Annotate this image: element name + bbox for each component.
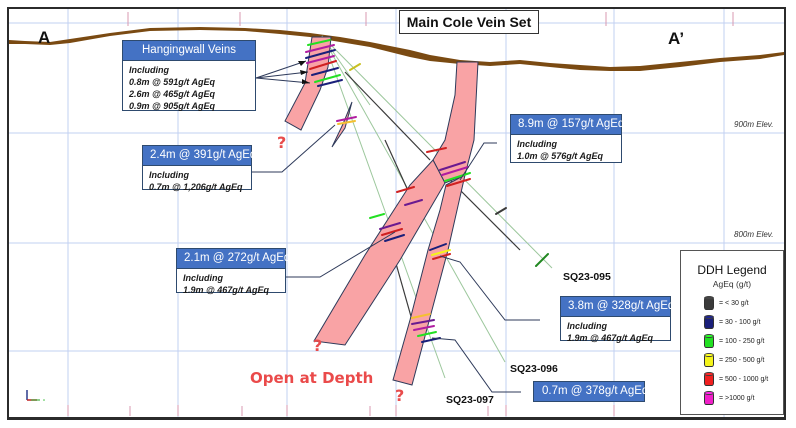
- drill-hole-label-sq23-096: SQ23-096: [510, 363, 558, 375]
- legend-item: = < 30 g/t: [681, 294, 783, 313]
- callout-328: 3.8m @ 328g/t AgEq Including 1.9m @ 467g…: [560, 296, 674, 343]
- callout-157: 8.9m @ 157g/t AgEq Including 1.0m @ 576g…: [510, 114, 624, 163]
- legend-item: = 30 - 100 g/t: [681, 313, 783, 332]
- drill-hole-label-sq23-097: SQ23-097: [446, 394, 494, 406]
- legend-item-label: = 30 - 100 g/t: [719, 319, 761, 326]
- question-mark-icon: ?: [277, 133, 287, 152]
- legend-item-label: = 100 - 250 g/t: [719, 338, 765, 345]
- drill-core-swatch-icon: [704, 316, 714, 329]
- callout-including-label: Including: [183, 273, 223, 283]
- drill-core-swatch-icon: [704, 373, 714, 386]
- callout-header: 3.8m @ 328g/t AgEq: [561, 297, 674, 317]
- callout-line: 1.9m @ 467g/t AgEq: [183, 285, 269, 295]
- axis-triad-icon: [26, 390, 45, 401]
- drill-trace-assays-dark: [344, 71, 521, 321]
- minor-vein: [331, 101, 353, 148]
- question-mark-icon: ?: [395, 386, 405, 405]
- elevation-label-800: 800m Elev.: [734, 230, 774, 239]
- drill-hole-label-sq23-095: SQ23-095: [563, 271, 611, 283]
- main-vein-hanging-branch: [392, 174, 466, 386]
- callout-header: 8.9m @ 157g/t AgEq: [511, 115, 624, 135]
- callout-272: 2.1m @ 272g/t AgEq Including 1.9m @ 467g…: [176, 248, 290, 295]
- question-mark-icon: ?: [313, 336, 323, 355]
- callout-hangingwall-veins: Hangingwall Veins Including 0.8m @ 591g/…: [122, 40, 256, 111]
- drill-core-swatch-icon: [704, 392, 714, 405]
- callout-including-label: Including: [517, 139, 557, 149]
- legend-item-label: = >1000 g/t: [719, 395, 755, 402]
- callout-line: 1.9m @ 467g/t AgEq: [567, 333, 653, 343]
- callout-header: 2.1m @ 272g/t AgEq: [177, 249, 290, 269]
- elevation-label-900: 900m Elev.: [734, 120, 774, 129]
- veins: [284, 36, 479, 386]
- open-at-depth-label: Open at Depth: [250, 369, 374, 387]
- drill-trace-sq23-095: [321, 35, 553, 269]
- main-vein-footwall-branch: [313, 159, 446, 346]
- ddh-legend: DDH Legend AgEq (g/t) = < 30 g/t = 30 - …: [680, 250, 784, 415]
- legend-item-label: = 250 - 500 g/t: [719, 357, 765, 364]
- callout-including-label: Including: [149, 170, 189, 180]
- arrowheads: [298, 61, 310, 84]
- drill-core-swatch-icon: [704, 297, 714, 310]
- callout-line: 1.0m @ 576g/t AgEq: [517, 151, 603, 161]
- callout-header: 2.4m @ 391g/t AgEq: [143, 146, 256, 166]
- callout-line: 0.8m @ 591g/t AgEq: [129, 77, 215, 87]
- callout-line: 0.7m @ 1,206g/t AgEq: [149, 182, 243, 192]
- callout-line: 2.6m @ 465g/t AgEq: [129, 89, 215, 99]
- legend-item-label: = < 30 g/t: [719, 300, 749, 307]
- legend-item: = >1000 g/t: [681, 389, 783, 408]
- callout-header: Hangingwall Veins: [123, 41, 255, 61]
- legend-subtitle: AgEq (g/t): [712, 279, 752, 289]
- grid-ticks: [67, 12, 734, 416]
- callout-line: 0.9m @ 905g/t AgEq: [129, 101, 215, 111]
- legend-item: = 100 - 250 g/t: [681, 332, 783, 351]
- section-label-end: A’: [668, 29, 685, 48]
- callout-including-label: Including: [567, 321, 607, 331]
- drill-core-swatch-icon: [704, 354, 714, 367]
- section-title: Main Cole Vein Set: [399, 10, 539, 34]
- legend-item: = 250 - 500 g/t: [681, 351, 783, 370]
- callout-391: 2.4m @ 391g/t AgEq Including 0.7m @ 1,20…: [142, 145, 256, 192]
- legend-item: = 500 - 1000 g/t: [681, 370, 783, 389]
- callout-378: 0.7m @ 378g/t AgEq: [533, 381, 648, 402]
- terrain-surface: [9, 27, 784, 71]
- legend-title: DDH Legend: [697, 263, 767, 277]
- drill-core-swatch-icon: [704, 335, 714, 348]
- section-label-start: A: [38, 28, 51, 47]
- legend-item-label: = 500 - 1000 g/t: [719, 376, 769, 383]
- callout-including-label: Including: [129, 65, 169, 75]
